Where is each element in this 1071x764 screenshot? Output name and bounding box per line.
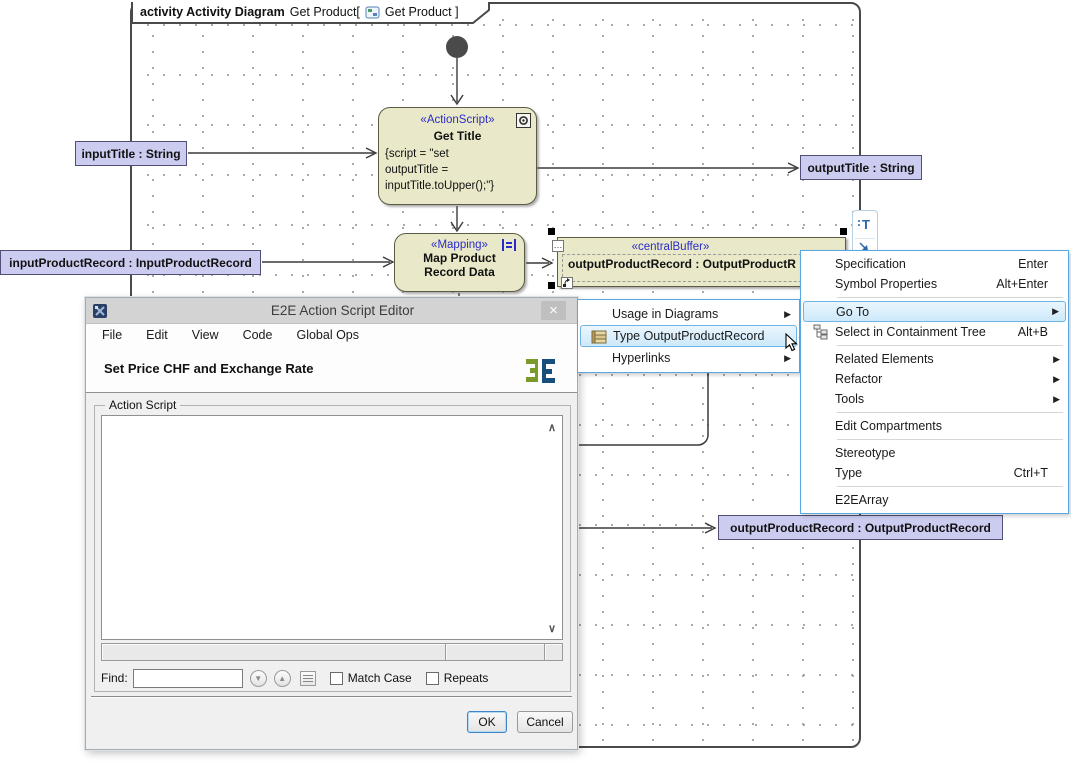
find-input[interactable] <box>133 669 243 688</box>
submenu-arrow-icon: ▶ <box>779 353 791 364</box>
submenu-arrow-icon: ▶ <box>1048 354 1060 365</box>
script-textarea[interactable] <box>102 416 562 639</box>
menu-item-select-in-containment-tree[interactable]: Select in Containment Tree Alt+B <box>803 322 1066 342</box>
menu-item-related-elements[interactable]: Related Elements ▶ <box>803 349 1066 369</box>
action-stereotype: «ActionScript» <box>379 114 536 126</box>
pin-output-title[interactable]: outputTitle : String <box>800 155 922 180</box>
submenu-arrow-icon: ▶ <box>1048 374 1060 385</box>
script-line: {script = "set <box>385 146 536 162</box>
smart-manipulator-icon[interactable]: … <box>552 240 564 252</box>
menu-item-go-to[interactable]: Go To ▶ <box>803 301 1066 322</box>
scroll-down-icon[interactable]: ∨ <box>546 622 558 635</box>
anchor-icon[interactable] <box>561 277 573 289</box>
pin-input-product-record[interactable]: inputProductRecord : InputProductRecord <box>0 250 261 275</box>
initial-node[interactable] <box>446 36 468 58</box>
menu-separator <box>837 439 1063 440</box>
mouse-cursor-icon <box>785 333 799 353</box>
mapping-name-line: Record Data <box>395 265 524 279</box>
action-node-get-title[interactable]: «ActionScript» Get Title {script = "set … <box>378 107 537 205</box>
action-script-editor-dialog: E2E Action Script Editor File Edit View … <box>85 297 578 750</box>
buffer-type-icon <box>585 329 613 344</box>
edit-name-button[interactable]: T <box>855 214 875 234</box>
editor-statusbar <box>101 643 563 661</box>
menu-item-type[interactable]: Type Ctrl+T <box>803 463 1066 483</box>
menu-separator <box>837 297 1063 298</box>
pin-output-product-record[interactable]: outputProductRecord : OutputProductRecor… <box>718 515 1003 540</box>
menu-item-e2earray[interactable]: E2EArray <box>803 490 1066 510</box>
e2e-logo-icon <box>525 358 559 384</box>
script-editor-area: ∧ ∨ <box>101 415 563 640</box>
menu-separator <box>837 486 1063 487</box>
dialog-app-icon <box>92 303 108 319</box>
dialog-header: Set Price CHF and Exchange Rate <box>86 346 577 393</box>
menu-item-edit-compartments[interactable]: Edit Compartments <box>803 416 1066 436</box>
goto-submenu: Usage in Diagrams ▶ Type OutputProductRe… <box>577 299 800 373</box>
menu-separator <box>837 412 1063 413</box>
groupbox-label: Action Script <box>105 398 180 412</box>
menu-edit[interactable]: Edit <box>146 328 168 342</box>
containment-tree-icon <box>807 324 835 340</box>
action-name: Get Title <box>379 129 536 143</box>
diagram-icon <box>365 6 380 19</box>
menu-item-symbol-properties[interactable]: Symbol Properties Alt+Enter <box>803 274 1066 294</box>
operation-title: Set Price CHF and Exchange Rate <box>104 361 314 376</box>
submenu-arrow-icon: ▶ <box>1048 394 1060 405</box>
close-icon[interactable] <box>541 301 566 320</box>
submenu-arrow-icon: ▶ <box>1047 306 1059 317</box>
script-line: outputTitle = <box>385 162 536 178</box>
menu-global-ops[interactable]: Global Ops <box>296 328 359 342</box>
match-case-checkbox[interactable] <box>330 672 343 685</box>
mapping-icon <box>501 238 517 257</box>
cancel-button[interactable]: Cancel <box>517 711 573 733</box>
ok-button[interactable]: OK <box>467 711 507 733</box>
menu-item-type-outputproductrecord[interactable]: Type OutputProductRecord <box>580 325 797 347</box>
submenu-arrow-icon: ▶ <box>779 309 791 320</box>
menu-item-usage-in-diagrams[interactable]: Usage in Diagrams ▶ <box>580 303 797 325</box>
dialog-separator <box>91 696 572 698</box>
menu-item-refactor[interactable]: Refactor ▶ <box>803 369 1066 389</box>
frame-title-kind: activity Activity Diagram <box>140 5 285 19</box>
selection-handle[interactable] <box>548 228 555 235</box>
repeats-label: Repeats <box>444 671 489 685</box>
menu-item-tools[interactable]: Tools ▶ <box>803 389 1066 409</box>
selection-handle[interactable] <box>548 282 555 289</box>
menu-code[interactable]: Code <box>243 328 273 342</box>
find-previous-icon[interactable]: ▲ <box>274 670 291 687</box>
buffer-stereotype: «centralBuffer» <box>558 241 783 253</box>
frame-title-diagram: Get Product ] <box>385 5 459 19</box>
dialog-title: E2E Action Script Editor <box>108 303 577 318</box>
frame-title: activity Activity Diagram Get Product[ G… <box>140 5 459 19</box>
statusbar-cell <box>445 643 544 661</box>
frame-title-name: Get Product[ <box>290 5 360 19</box>
find-label: Find: <box>101 671 128 685</box>
dialog-titlebar[interactable]: E2E Action Script Editor <box>86 298 577 324</box>
menu-file[interactable]: File <box>102 328 122 342</box>
menu-separator <box>837 345 1063 346</box>
menu-item-specification[interactable]: Specification Enter <box>803 254 1066 274</box>
context-menu: Specification Enter Symbol Properties Al… <box>800 250 1069 514</box>
action-script-groupbox: Action Script ∧ ∨ Find: ▼ ▲ Match Case <box>94 405 571 692</box>
svg-text:T: T <box>862 217 870 231</box>
statusbar-cell <box>544 643 563 661</box>
pin-input-title[interactable]: inputTitle : String <box>75 141 187 166</box>
find-next-icon[interactable]: ▼ <box>250 670 267 687</box>
selection-handle[interactable] <box>840 228 847 235</box>
action-node-map-product[interactable]: «Mapping» Map Product Record Data <box>394 233 525 292</box>
menu-item-hyperlinks[interactable]: Hyperlinks ▶ <box>580 347 797 369</box>
statusbar-cell <box>101 643 445 661</box>
repeats-checkbox[interactable] <box>426 672 439 685</box>
dialog-menubar: File Edit View Code Global Ops <box>86 324 577 346</box>
script-line: inputTitle.toUpper();"} <box>385 178 536 194</box>
menu-item-stereotype[interactable]: Stereotype <box>803 443 1066 463</box>
scroll-up-icon[interactable]: ∧ <box>546 421 558 434</box>
match-case-label: Match Case <box>348 671 412 685</box>
action-script-gear-icon[interactable] <box>516 113 531 128</box>
find-toolbar: Find: ▼ ▲ Match Case Repeats <box>101 667 564 689</box>
menu-view[interactable]: View <box>192 328 219 342</box>
find-options-icon[interactable] <box>300 671 316 686</box>
